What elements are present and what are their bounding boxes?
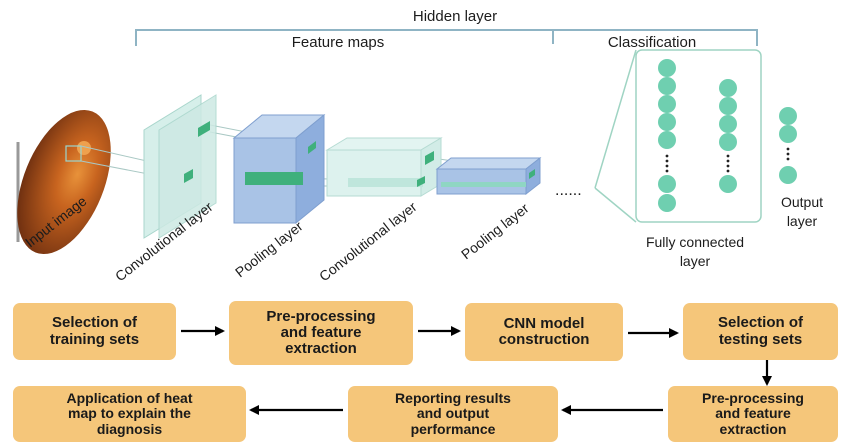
- step-heat-map-application: Application of heat map to explain the d…: [13, 386, 246, 442]
- output-layer-label-line1: Output: [781, 194, 823, 210]
- step-preprocessing-1: Pre-processing and feature extraction: [229, 301, 413, 365]
- pooling-block-1: [232, 113, 326, 225]
- step-reporting-results: Reporting results and output performance: [348, 386, 558, 442]
- hidden-layer-bracket: [135, 29, 758, 46]
- workflow-arrows: [181, 326, 772, 415]
- input-image-eye: [16, 109, 111, 255]
- fc-neurons-col2: [719, 79, 737, 193]
- classification-label: Classification: [608, 34, 696, 51]
- pooling-block-2: [435, 156, 542, 196]
- fully-connected-frame: [594, 49, 762, 223]
- fc-neurons-col2-dots: [726, 154, 730, 173]
- fully-connected-label-line2: layer: [680, 253, 711, 269]
- step-selection-testing-sets: Selection of testing sets: [683, 303, 838, 360]
- fc-neurons-col1: [658, 59, 676, 212]
- hidden-layer-label: Hidden layer: [413, 8, 497, 25]
- step-cnn-model-construction: CNN model construction: [465, 303, 623, 361]
- step-selection-training-sets: Selection of training sets: [13, 303, 176, 360]
- step-preprocessing-2: Pre-processing and feature extraction: [668, 386, 838, 442]
- conv-layer-2-label: Convolutional layer: [316, 198, 420, 284]
- feature-maps-label: Feature maps: [292, 34, 385, 51]
- pooling-layer-1-label: Pooling layer: [232, 218, 306, 281]
- ellipsis-dots: ......: [555, 182, 582, 199]
- fully-connected-label-line1: Fully connected: [646, 234, 744, 250]
- output-neurons-dots: [786, 147, 790, 161]
- conv-block-2: [325, 137, 443, 197]
- pooling-layer-2-label: Pooling layer: [458, 200, 532, 263]
- fc-neurons-col1-dots: [665, 154, 669, 173]
- conv-block-1: [143, 94, 217, 239]
- output-layer-label-line2: layer: [787, 213, 818, 229]
- output-neurons: [779, 107, 797, 184]
